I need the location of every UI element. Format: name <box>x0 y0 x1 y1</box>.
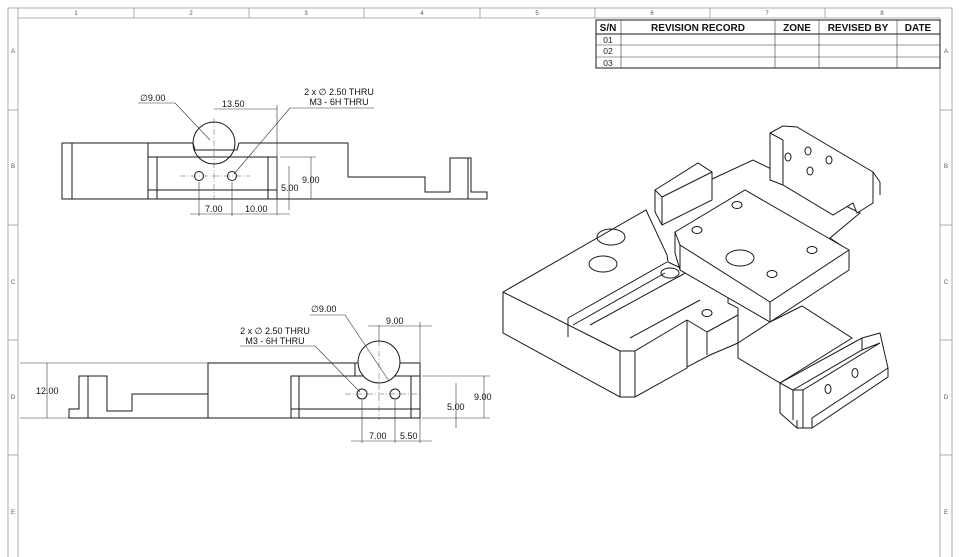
column-label: 5 <box>535 11 539 17</box>
row-label: D <box>944 395 949 401</box>
column-label: 7 <box>765 11 769 17</box>
dim-12-00: 12.00 <box>36 386 59 396</box>
hole-callout-line1: 2 x ∅ 2.50 THRU <box>240 326 310 336</box>
hole-callout-line2: M3 - 6H THRU <box>309 97 368 107</box>
table-row-sn: 03 <box>603 58 613 68</box>
row-labels: A B C D E A B C D E <box>11 49 949 516</box>
hole-callout-line2: M3 - 6H THRU <box>245 336 304 346</box>
header-revision-record: REVISION RECORD <box>651 23 745 34</box>
dim-9-00-top: 9.00 <box>386 316 404 326</box>
sheet-frame <box>7 7 953 557</box>
row-label: C <box>11 280 16 286</box>
column-label: 2 <box>189 11 193 17</box>
row-label: A <box>944 49 948 55</box>
bore-callout: ∅9.00 <box>140 93 165 103</box>
row-label: E <box>11 510 15 516</box>
hole-callout-line1: 2 x ∅ 2.50 THRU <box>304 87 374 97</box>
dim-9-00: 9.00 <box>302 175 320 185</box>
header-revised-by: REVISED BY <box>828 23 889 34</box>
column-label: 1 <box>74 11 78 17</box>
front-view: 12.00 ∅9.00 2 x ∅ 2.50 THRU M3 - 6H THRU… <box>20 304 492 443</box>
dim-5-00: 5.00 <box>281 183 299 193</box>
column-label: 6 <box>650 11 654 17</box>
top-view: ∅9.00 2 x ∅ 2.50 THRU M3 - 6H THRU 13.50… <box>61 87 488 216</box>
column-labels: 1 2 3 4 5 6 7 8 <box>74 11 884 17</box>
revision-table: S/N REVISION RECORD ZONE REVISED BY DATE… <box>595 19 941 69</box>
header-sn: S/N <box>600 23 617 34</box>
bore-callout: ∅9.00 <box>311 304 336 314</box>
dim-10-00: 10.00 <box>245 204 268 214</box>
header-date: DATE <box>905 23 932 34</box>
isometric-view <box>502 125 889 429</box>
dim-7-00: 7.00 <box>369 431 387 441</box>
table-row-sn: 01 <box>603 35 613 45</box>
dim-7-00: 7.00 <box>205 204 223 214</box>
row-label: B <box>11 164 15 170</box>
dim-5-50: 5.50 <box>400 431 418 441</box>
table-row-sn: 02 <box>603 46 613 56</box>
dim-5-00: 5.00 <box>447 402 465 412</box>
header-zone: ZONE <box>783 23 811 34</box>
row-label: A <box>11 49 15 55</box>
row-label: B <box>944 164 948 170</box>
column-label: 8 <box>880 11 884 17</box>
column-label: 3 <box>304 11 308 17</box>
column-label: 4 <box>420 11 424 17</box>
row-label: E <box>944 510 948 516</box>
row-label: C <box>944 280 949 286</box>
dim-9-00: 9.00 <box>474 392 492 402</box>
dim-13-50: 13.50 <box>222 99 245 109</box>
row-label: D <box>11 395 16 401</box>
